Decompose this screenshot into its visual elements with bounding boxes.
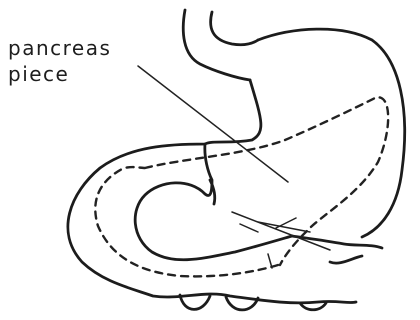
annotation-label-line2: piece — [8, 62, 69, 86]
annotation-label-line1: pancreas — [8, 36, 111, 60]
esophagus-right-wall — [211, 12, 258, 45]
stomach-fundus-wall — [258, 29, 405, 237]
